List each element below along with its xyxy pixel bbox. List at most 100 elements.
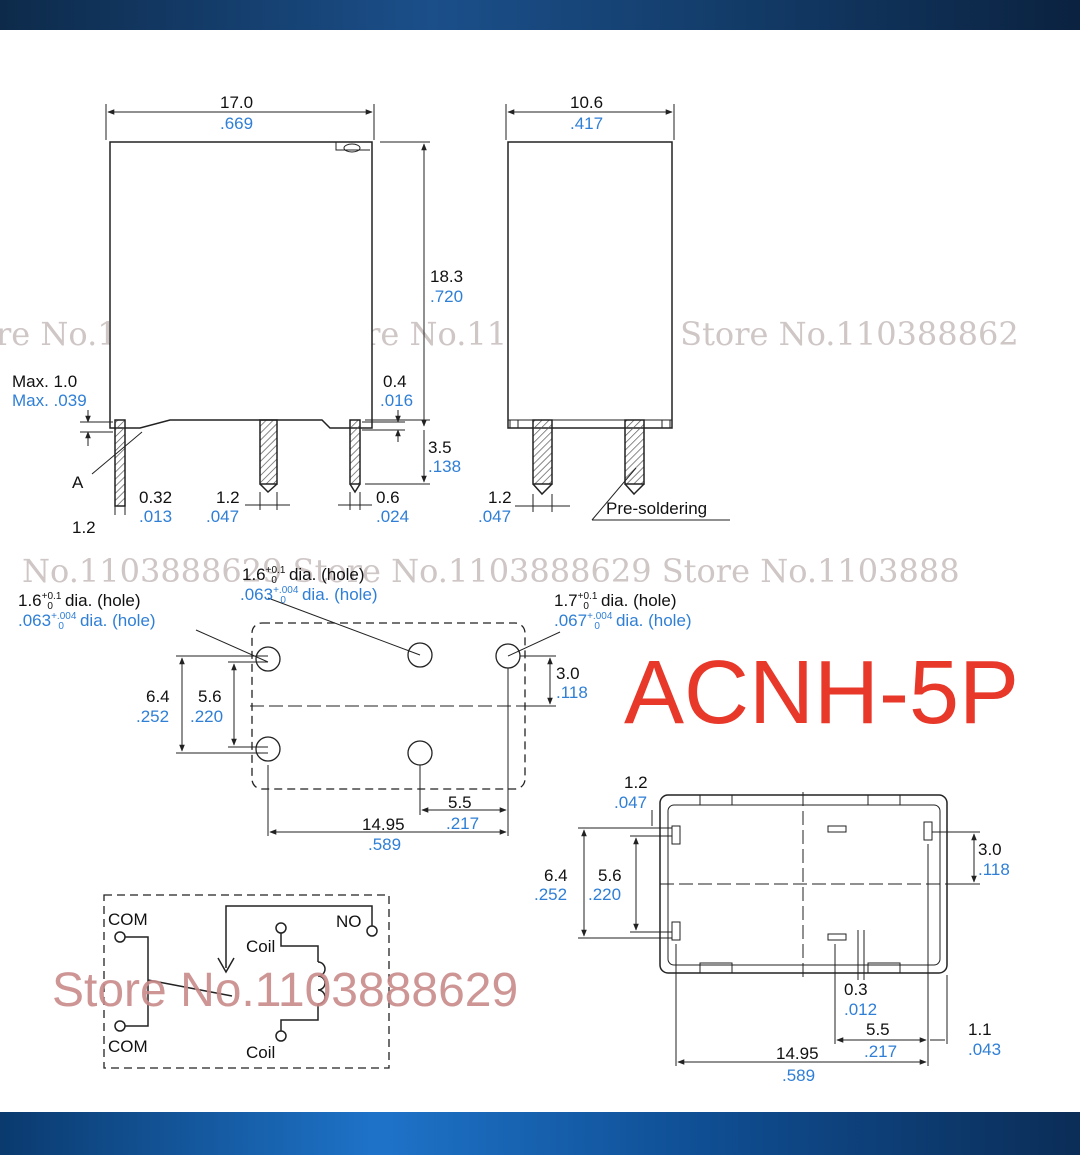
front-height-in: .720 [430,287,463,306]
front-pinw2-mm: 0.6 [376,488,400,507]
bottom-h-outer-mm: 6.4 [544,866,568,885]
pcb-hole-com-bottom [255,736,281,762]
front-body-outline [109,141,373,429]
bottom-edge-mm: 1.1 [968,1020,992,1039]
bottom-view [578,792,980,1066]
pcb-hole-com [255,646,281,672]
front-width-in: .669 [220,114,253,133]
pcb-pitch-in: .217 [446,814,479,833]
schematic-no: NO [336,912,362,931]
bottom-pitch-in: .217 [864,1042,897,1061]
bottom-banner [0,1112,1080,1155]
side-pin-right [624,419,645,485]
schematic-coil-top: Coil [246,937,275,956]
bottom-h-inner-mm: 5.6 [598,866,622,885]
pcb-hole-coil-bottom [407,740,433,766]
front-max-in: Max. .039 [12,391,87,410]
schematic-coil-bottom-terminal [275,1030,287,1042]
pcb-h-outer-mm: 6.4 [146,687,170,706]
bottom-pin-coil-bottom [827,933,847,941]
bottom-right-off-in: .118 [978,860,1010,879]
front-width-mm: 17.0 [220,93,253,112]
side-pin-mm: 1.2 [488,488,512,507]
front-pinlen-mm: 3.5 [428,438,452,457]
bottom-pin-in: .047 [614,793,647,812]
front-pin-mid [259,419,278,485]
front-pinthk-mm: 0.32 [139,488,172,507]
bottom-pin-coil-top [827,825,847,833]
pcb-layout [176,597,561,836]
front-pinlen-in: .138 [428,457,461,476]
pcb-span-mm: 14.95 [362,815,405,834]
pcb-h-inner-in: .220 [190,707,223,726]
bottom-pin-com [671,825,681,845]
pcb-span-in: .589 [368,835,401,854]
bottom-h-inner-in: .220 [588,885,621,904]
schematic-com-top: COM [108,910,148,929]
front-gap-mm: 0.4 [383,372,407,391]
bottom-span-mm: 14.95 [776,1044,819,1063]
bottom-right-off-mm: 3.0 [978,840,1002,859]
model-title: ACNH-5P [624,643,1019,743]
bottom-view-labels: 1.2 .047 6.4 .252 5.6 .220 3.0 .118 0.3 … [534,773,1010,1085]
bottom-h-outer-in: .252 [534,885,567,904]
bottom-pin-no [923,821,933,841]
front-height-mm: 18.3 [430,267,463,286]
front-gap-in: .016 [380,391,413,410]
side-view-labels: 10.6 .417 1.2 .047 Pre-soldering [478,93,707,526]
side-presolder-label: Pre-soldering [606,499,707,518]
front-bottom-mm: 1.2 [72,518,96,537]
pcb-hole-coil-top [407,642,433,668]
front-max-mm: Max. 1.0 [12,372,77,391]
front-pinw2-in: .024 [376,507,409,526]
store-watermark: Store No.1103888629 [52,964,518,1017]
front-pin-right [349,419,361,485]
schematic-coil-bottom: Coil [246,1043,275,1062]
front-pinw-mm: 1.2 [216,488,240,507]
bottom-edge-in: .043 [968,1040,1001,1059]
pcb-h-outer-in: .252 [136,707,169,726]
schematic-coil-top-terminal [275,922,287,934]
front-view-labels: 17.0 .669 18.3 .720 Max. 1.0 Max. .039 0… [12,93,463,537]
schematic-com-bottom-terminal [114,1020,126,1032]
bottom-thk-mm: 0.3 [844,980,868,999]
top-banner [0,0,1080,30]
watermark-row-2: No.1103888629 Store No.1103888629 Store … [22,552,960,590]
side-width-in: .417 [570,114,603,133]
pcb-right-off-in: .118 [556,683,588,702]
side-pin-in: .047 [478,507,511,526]
front-pinthk-in: .013 [139,507,172,526]
bottom-pin-com-bottom [671,921,681,941]
schematic-com-top-terminal [114,931,126,943]
front-pinw-in: .047 [206,507,239,526]
schematic-coil [317,961,326,1005]
schematic-outline [103,894,390,1069]
schematic-no-terminal [366,925,378,937]
bottom-span-in: .589 [782,1066,815,1085]
pcb-pitch-mm: 5.5 [448,793,472,812]
side-view [505,104,730,521]
bottom-pin-mm: 1.2 [624,773,648,792]
side-pin-left [532,419,553,485]
schematic-com-bottom: COM [108,1037,148,1056]
front-label-a: A [72,473,84,492]
pcb-right-off-mm: 3.0 [556,664,580,683]
schematic [103,894,390,1069]
bottom-pitch-mm: 5.5 [866,1020,890,1039]
schematic-labels: COM COM NO Coil Coil [108,910,362,1062]
side-width-mm: 10.6 [570,93,603,112]
bottom-thk-in: .012 [844,1000,877,1019]
side-body-outline [507,141,673,429]
pcb-h-inner-mm: 5.6 [198,687,222,706]
front-view [80,104,430,515]
front-pin-left [114,419,126,507]
